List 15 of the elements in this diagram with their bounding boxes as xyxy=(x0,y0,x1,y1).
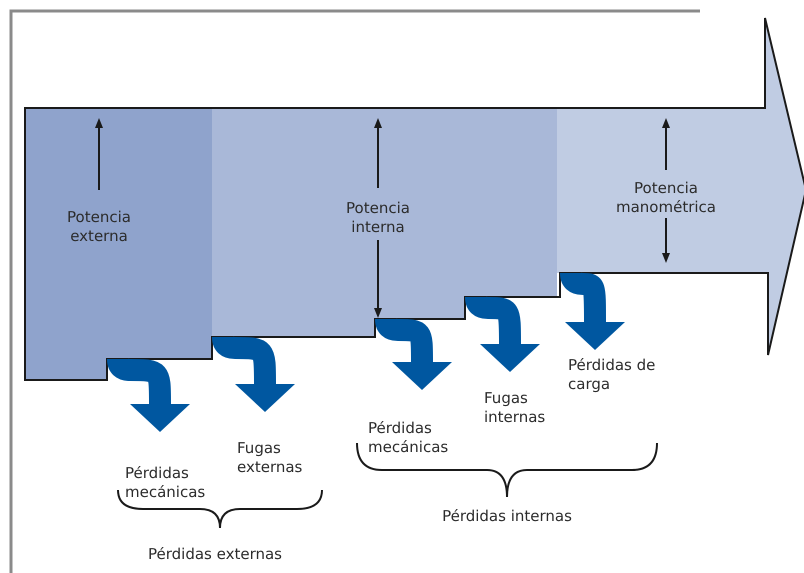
curved-arrow xyxy=(107,358,190,432)
curved-arrow xyxy=(560,272,625,350)
group-label: Pérdidas internas xyxy=(441,507,573,526)
curved-arrow xyxy=(375,318,452,390)
loss-label: Pérdidas mecánicas xyxy=(368,419,450,457)
loss-label: Fugas externas xyxy=(237,439,304,477)
curved-arrow xyxy=(212,336,295,412)
loss-label: Pérdidas de carga xyxy=(568,356,656,394)
band-label: Potencia externa xyxy=(66,208,132,246)
band-label: Potencia interna xyxy=(345,199,411,237)
group-label: Pérdidas externas xyxy=(147,545,283,564)
loss-label: Fugas internas xyxy=(484,389,546,427)
curved-arrow xyxy=(465,296,540,372)
band-label: Potencia manométrica xyxy=(615,179,717,217)
loss-label: Pérdidas mecánicas xyxy=(125,464,206,502)
